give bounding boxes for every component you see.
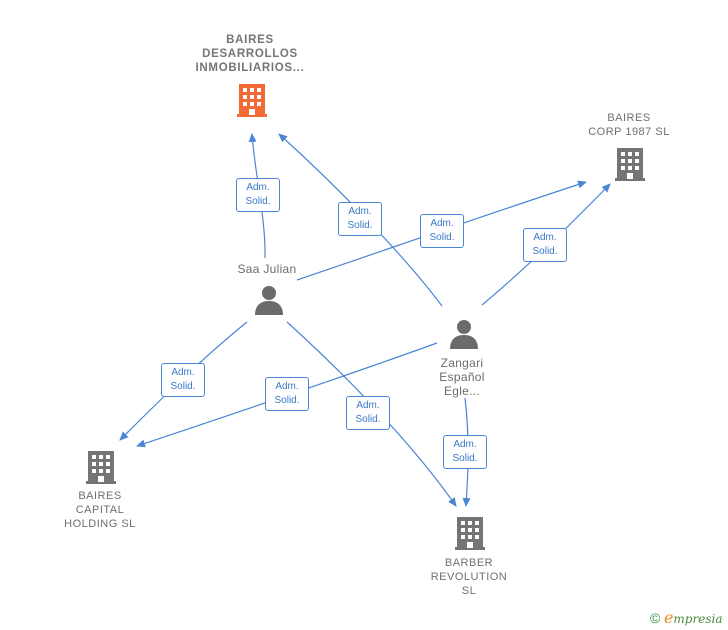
- node-label-baires-capital[interactable]: BAIRES CAPITAL HOLDING SL: [64, 490, 136, 530]
- building-icon-barber[interactable]: [455, 517, 485, 550]
- building-icon-desarrollos[interactable]: [237, 84, 267, 117]
- edge-label-zangari-desarrollos[interactable]: Adm.Solid.: [338, 202, 382, 236]
- footer-brand[interactable]: © empresia: [650, 608, 722, 627]
- node-label-baires-corp[interactable]: BAIRES CORP 1987 SL: [588, 112, 670, 138]
- edge-label-saa-desarrollos[interactable]: Adm.Solid.: [236, 178, 280, 212]
- building-icon-corp[interactable]: [615, 148, 645, 181]
- brand-initial: e: [663, 608, 674, 627]
- node-label-saa-julian[interactable]: Saa Julian: [237, 262, 297, 276]
- edge-label-saa-capital[interactable]: Adm.Solid.: [161, 363, 205, 397]
- person-icon-zangari[interactable]: [450, 320, 478, 349]
- edge-label-zangari-barber[interactable]: Adm.Solid.: [443, 435, 487, 469]
- node-label-baires-desarrollos[interactable]: BAIRES DESARROLLOS INMOBILIARIOS...: [195, 34, 305, 74]
- edge-label-zangari-capital[interactable]: Adm.Solid.: [265, 377, 309, 411]
- node-label-zangari[interactable]: Zangari Español Egle...: [439, 356, 485, 398]
- edge-label-saa-barber[interactable]: Adm.Solid.: [346, 396, 390, 430]
- node-label-barber-revolution[interactable]: BARBER REVOLUTION SL: [430, 557, 508, 597]
- copyright-icon: ©: [650, 610, 661, 626]
- building-icon-capital[interactable]: [86, 451, 116, 484]
- edge-label-zangari-corp[interactable]: Adm.Solid.: [523, 228, 567, 262]
- person-icon-saa[interactable]: [255, 286, 283, 315]
- brand-name: mpresia: [673, 612, 723, 626]
- edge-label-saa-corp[interactable]: Adm.Solid.: [420, 214, 464, 248]
